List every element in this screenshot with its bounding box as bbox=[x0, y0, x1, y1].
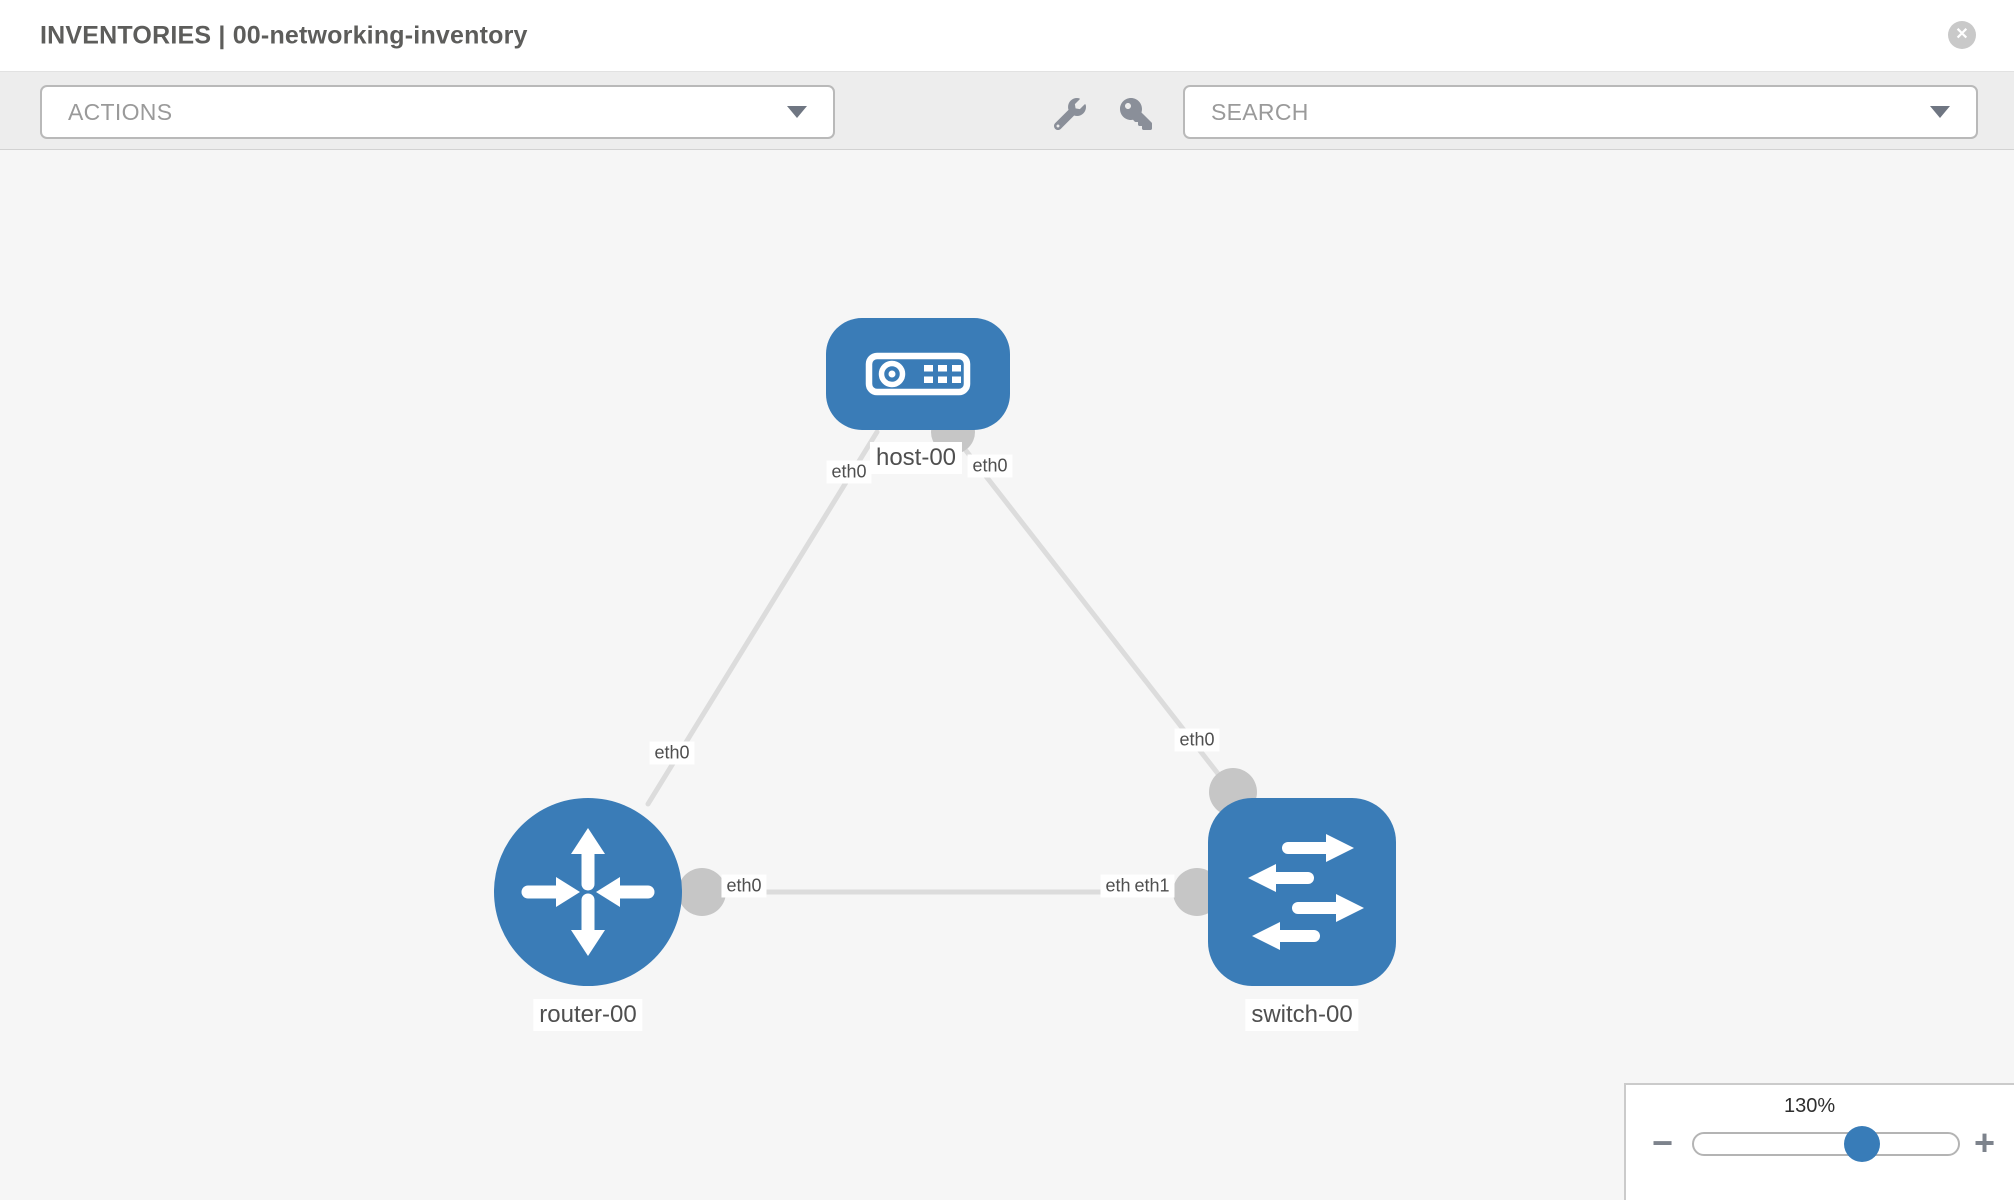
node-router-00[interactable] bbox=[494, 798, 682, 986]
zoom-slider-knob[interactable] bbox=[1844, 1126, 1880, 1162]
toolbar: ACTIONS SEARCH bbox=[0, 72, 2014, 150]
interface-label-host-right: eth0 bbox=[967, 454, 1013, 478]
tools-button[interactable] bbox=[1052, 96, 1088, 132]
actions-dropdown[interactable]: ACTIONS bbox=[40, 85, 835, 139]
panel-header: INVENTORIES | 00-networking-inventory ✕ bbox=[0, 0, 2014, 72]
port-router-right bbox=[678, 868, 726, 916]
interface-label-switch-left-front: eth1 bbox=[1129, 874, 1175, 898]
interface-label-host-left: eth0 bbox=[826, 460, 872, 484]
zoom-out-button[interactable]: − bbox=[1652, 1122, 1674, 1163]
node-label-switch: switch-00 bbox=[1245, 999, 1359, 1031]
zoom-slider-track[interactable] bbox=[1692, 1132, 1960, 1156]
search-dropdown-label: SEARCH bbox=[1211, 98, 1309, 125]
close-button[interactable]: ✕ bbox=[1948, 21, 1976, 49]
topology-svg bbox=[494, 318, 1396, 986]
chevron-down-icon bbox=[1930, 106, 1950, 118]
search-dropdown[interactable]: SEARCH bbox=[1183, 85, 1978, 139]
interface-label-switch-uplink: eth0 bbox=[1174, 728, 1220, 752]
chevron-down-icon bbox=[787, 106, 807, 118]
zoom-in-button[interactable]: + bbox=[1974, 1122, 1996, 1163]
key-icon bbox=[1120, 98, 1152, 130]
close-icon: ✕ bbox=[1955, 26, 1969, 43]
node-label-router: router-00 bbox=[533, 999, 643, 1031]
node-switch-00[interactable] bbox=[1208, 798, 1396, 986]
zoom-level: 130% bbox=[1784, 1095, 1836, 1117]
interface-label-router-right: eth0 bbox=[721, 874, 767, 898]
host-icon bbox=[865, 352, 971, 396]
topology-canvas[interactable]: host-00 router-00 switch-00 eth0 eth0 et… bbox=[0, 150, 2014, 1200]
wrench-icon bbox=[1054, 98, 1086, 130]
page-title: INVENTORIES | 00-networking-inventory bbox=[40, 21, 528, 49]
actions-dropdown-label: ACTIONS bbox=[68, 98, 173, 125]
credentials-button[interactable] bbox=[1118, 96, 1154, 132]
zoom-panel: 130% − + bbox=[1624, 1083, 2014, 1200]
interface-label-router-uplink: eth0 bbox=[649, 741, 695, 765]
router-icon bbox=[521, 828, 655, 956]
switch-icon bbox=[1248, 834, 1364, 950]
node-label-host: host-00 bbox=[869, 442, 963, 474]
node-host-00[interactable] bbox=[826, 318, 1010, 430]
